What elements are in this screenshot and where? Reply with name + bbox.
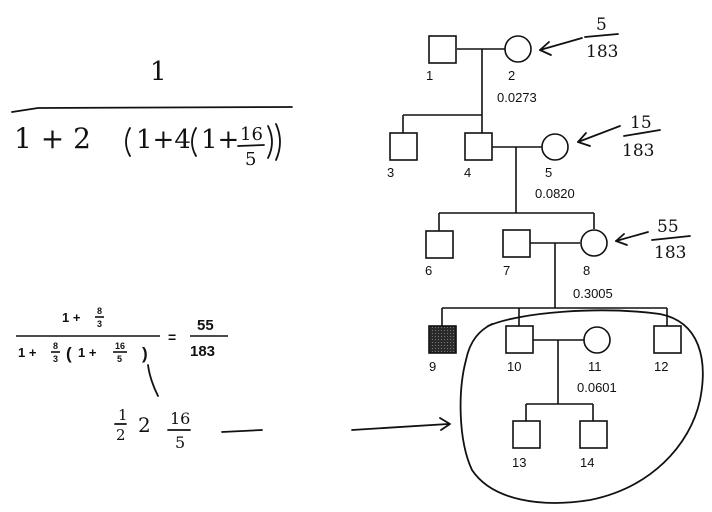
label-4: 4	[464, 165, 471, 180]
individual-6-male	[425, 230, 454, 259]
label-6: 6	[425, 263, 432, 278]
note-5-bar	[623, 129, 661, 137]
hw-paren-open-1	[125, 127, 131, 157]
pf-den-inner-frac-bot: 5	[117, 354, 122, 364]
pedigree-individuals	[389, 35, 682, 449]
pf-paren-open: (	[66, 344, 72, 363]
scribble-arrow-head	[439, 417, 451, 431]
scribble-dash	[221, 429, 263, 433]
hw-paren-open-2	[191, 127, 197, 157]
prob-2: 0.0273	[497, 90, 537, 105]
hw-denominator-b: 1+4	[136, 125, 191, 155]
hw-paren-close-2	[275, 123, 281, 161]
pf-den-frac-bot: 3	[53, 354, 58, 364]
side-note-5: 15 183	[577, 113, 661, 161]
pf-paren-close: )	[142, 344, 148, 363]
prob-11: 0.0601	[577, 380, 617, 395]
side-note-2: 5 183	[539, 15, 619, 62]
pf-equals: =	[168, 329, 176, 345]
scribble-half-top: 1	[118, 406, 128, 424]
hw-frac-num: 16	[240, 124, 263, 145]
label-8: 8	[583, 263, 590, 278]
pf-den-inner-frac-top: 16	[115, 341, 125, 351]
hw-denominator-c: 1+	[201, 125, 239, 155]
note-8-top: 55	[657, 217, 679, 237]
label-10: 10	[507, 359, 521, 374]
pedigree-labels: 1 2 0.0273 3 4 5 0.0820 6 7 8 0.3005 9 1…	[387, 68, 668, 470]
scribble-pointer-line	[147, 364, 159, 397]
hw-fraction-bar	[11, 106, 293, 113]
pf-result-top: 55	[197, 317, 214, 334]
label-11: 11	[588, 359, 602, 374]
note-5-top: 15	[630, 113, 652, 133]
note-8-arrow-head	[615, 233, 628, 246]
pf-result-bot: 183	[190, 343, 215, 360]
individual-7-male	[502, 229, 531, 258]
note-2-arrow-shaft	[539, 37, 583, 51]
side-note-8: 55 183	[615, 217, 691, 263]
scribble-annotation: 1 2 2 16 5	[114, 364, 451, 452]
label-5: 5	[545, 165, 552, 180]
label-9: 9	[429, 359, 436, 374]
individual-2-female	[504, 35, 532, 63]
individual-8-female	[580, 229, 608, 257]
pf-den-frac-top: 8	[53, 341, 58, 351]
individual-3-male	[389, 132, 418, 161]
individual-4-male	[464, 132, 493, 161]
label-7: 7	[503, 263, 510, 278]
note-2-top: 5	[596, 15, 607, 35]
individual-14-male	[579, 420, 608, 449]
note-5-arrow-head	[577, 132, 591, 147]
pf-num-frac-bot: 3	[97, 319, 102, 329]
individual-11-female	[583, 326, 611, 354]
scribble-frac-bot: 5	[175, 433, 185, 452]
label-14: 14	[580, 455, 594, 470]
individual-10-male	[505, 325, 534, 354]
hw-frac-den: 5	[245, 149, 256, 170]
note-2-bot: 183	[586, 42, 618, 62]
handwritten-formula: 1 1 + 2 1+4 1+ 16 5	[11, 57, 293, 170]
pf-num-frac-top: 8	[97, 306, 102, 316]
scribble-arrow-shaft	[351, 423, 449, 431]
note-5-arrow-shaft	[577, 125, 621, 143]
printed-formula: 1 + 8 3 1 + 8 3 ( 1 + 16 5 ) = 55 183	[16, 306, 228, 364]
individual-9-affected-male	[428, 325, 457, 354]
pf-den-inner-prefix: 1 +	[78, 345, 97, 360]
scribble-two: 2	[138, 413, 151, 437]
note-8-arrow-shaft	[615, 231, 649, 242]
hw-denominator-a: 1 + 2	[14, 122, 91, 155]
prob-8: 0.3005	[573, 286, 613, 301]
prob-5: 0.0820	[535, 186, 575, 201]
individual-1-male	[428, 35, 457, 64]
label-12: 12	[654, 359, 668, 374]
label-3: 3	[387, 165, 394, 180]
note-8-bar	[651, 235, 691, 241]
individual-12-male	[653, 325, 682, 354]
pf-den-prefix: 1 +	[18, 345, 37, 360]
note-5-bot: 183	[622, 141, 654, 161]
individual-13-male	[512, 420, 541, 449]
label-2: 2	[508, 68, 515, 83]
circled-subgroup-outline	[459, 309, 704, 504]
scribble-half-bot: 2	[116, 426, 126, 444]
hw-inner-bar	[237, 144, 265, 147]
pedigree-lines	[402, 48, 668, 421]
note-2-bar	[584, 33, 619, 38]
scribble-frac-top: 16	[170, 409, 190, 428]
hw-numerator: 1	[150, 57, 167, 87]
pf-num-prefix: 1 +	[62, 310, 81, 325]
label-1: 1	[426, 68, 433, 83]
label-13: 13	[512, 455, 526, 470]
note-2-arrow-head	[539, 41, 552, 56]
hw-paren-close-1	[267, 125, 273, 159]
individual-5-female	[541, 133, 569, 161]
note-8-bot: 183	[654, 243, 686, 263]
